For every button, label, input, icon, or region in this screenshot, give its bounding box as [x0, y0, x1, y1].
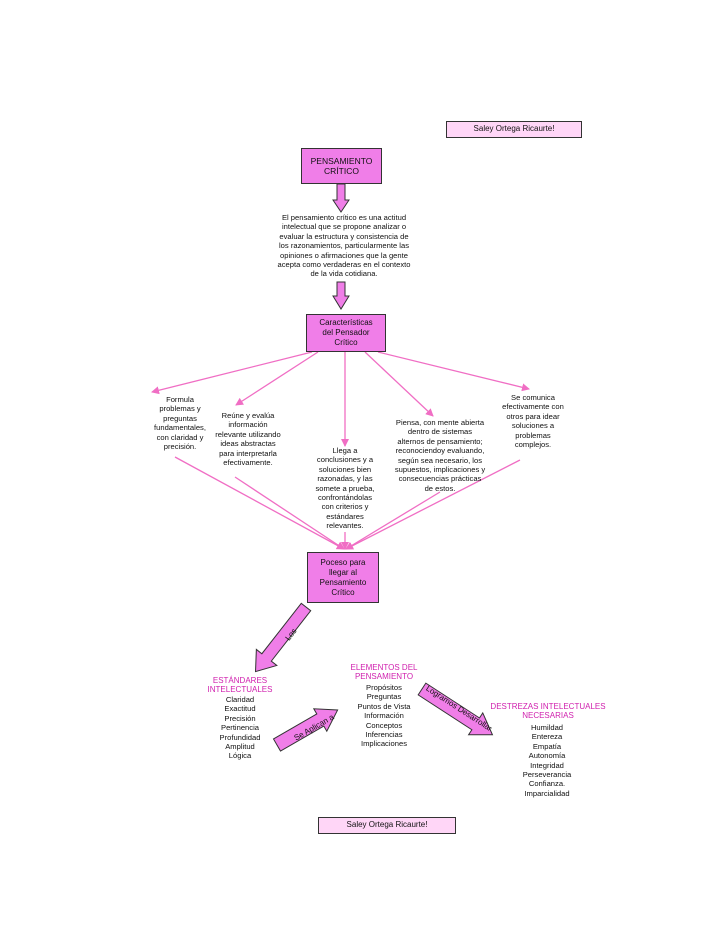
block-arrow-se-aplican: [272, 708, 339, 752]
characteristics-box: Características del Pensador Crítico: [306, 314, 386, 352]
arrow-from-char-4: [345, 491, 441, 550]
arrow-to-char-1: [151, 351, 313, 395]
list-item: Exactitud: [224, 704, 256, 714]
main-concept-box: PENSAMIENTO CRÍTICO: [301, 148, 382, 184]
list-item: Implicaciones: [360, 739, 407, 749]
characteristic-2: Reúne y evalúa información relevante uti…: [215, 411, 281, 468]
standards-title: ESTÁNDARES INTELECTUALES: [207, 676, 273, 695]
block-arrow-logramos: [417, 682, 494, 736]
list-item: Precisión: [224, 713, 256, 723]
characteristic-4: Piensa, con mente abierta dentro de sist…: [394, 418, 486, 493]
list-item: Inferencias: [365, 730, 403, 740]
definition-text: El pensamiento crítico es una actitud in…: [277, 213, 411, 279]
list-item: Puntos de Vista: [357, 701, 411, 711]
elements-title: ELEMENTOS DEL PENSAMIENTO: [350, 663, 418, 682]
list-item: Información: [364, 711, 404, 721]
list-item: Pertinencia: [221, 723, 259, 733]
list-item: Conceptos: [365, 720, 403, 730]
list-item: Preguntas: [366, 692, 402, 702]
list-item: Perseverancia: [522, 770, 572, 780]
block-arrow-los: [254, 602, 312, 673]
list-item: Integridad: [530, 760, 564, 770]
list-item: Propósitos: [366, 683, 402, 692]
list-item: Entereza: [531, 732, 563, 742]
list-item: Claridad: [225, 695, 255, 704]
down-block-arrow: [332, 281, 350, 310]
list-item: Confianza.: [528, 779, 566, 789]
characteristic-5: Se comunica efectivamente con otros para…: [502, 393, 564, 450]
arrow-to-char-5: [377, 351, 530, 392]
characteristic-3: Llega a conclusiones y a soluciones bien…: [315, 446, 375, 531]
list-item: Profundidad: [219, 732, 261, 742]
arrow-from-char-1: [174, 456, 345, 550]
arrow-to-char-4: [364, 351, 434, 417]
skills-title: DESTREZAS INTELECTUALES NECESARIAS: [490, 702, 606, 721]
author-label-top: Saley Ortega Ricaurte!: [446, 121, 582, 138]
arrow-from-char-2: [234, 476, 345, 550]
process-box: Poceso para llegar al Pensamiento Crític…: [307, 552, 379, 603]
list-item: Empatía: [532, 741, 562, 751]
author-label-bottom: Saley Ortega Ricaurte!: [318, 817, 456, 834]
list-item: Humildad: [530, 723, 564, 732]
list-item: Lógica: [228, 751, 252, 761]
characteristic-1: Formula problemas y preguntas fundamenta…: [154, 395, 206, 452]
down-block-arrow: [332, 183, 350, 213]
list-item: Amplitud: [225, 742, 255, 752]
arrow-from-char-5: [345, 459, 521, 550]
list-item: Imparcialidad: [524, 788, 570, 798]
arrow-to-char-2: [235, 351, 319, 406]
list-item: Autonomía: [528, 751, 566, 761]
